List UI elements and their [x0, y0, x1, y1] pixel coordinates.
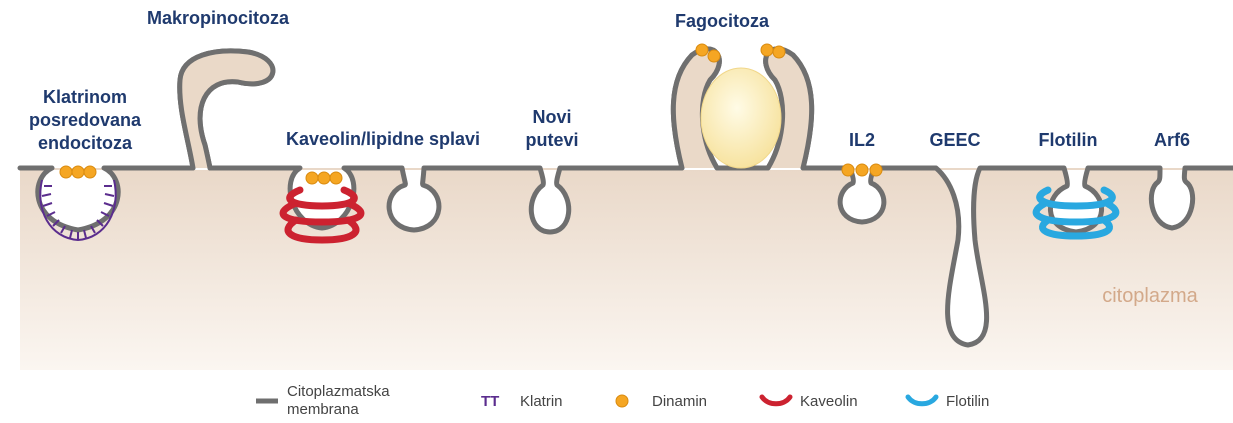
legend-clathrin-label: Klatrin	[520, 393, 563, 410]
legend-flotillin-label: Flotilin	[946, 393, 989, 410]
label-klatrinom-line3: endocitoza	[38, 133, 133, 153]
legend-caveolin-swatch	[762, 397, 790, 404]
legend-dynamin-swatch	[616, 395, 628, 407]
label-klatrinom-line1: Klatrinom	[43, 87, 127, 107]
legend: Citoplazmatska membrana TT Klatrin Dinam…	[256, 383, 989, 418]
legend-flotillin-swatch	[908, 397, 936, 404]
legend-clathrin-symbol: TT	[481, 393, 499, 410]
label-citoplazma: citoplazma	[1102, 285, 1198, 307]
label-fagocitoza: Fagocitoza	[675, 11, 770, 31]
label-il2: IL2	[849, 130, 875, 150]
label-geec: GEEC	[929, 130, 980, 150]
legend-dynamin-label: Dinamin	[652, 393, 707, 410]
label-arf6: Arf6	[1154, 130, 1190, 150]
label-kaveolin-splavi: Kaveolin/lipidne splavi	[286, 129, 480, 149]
label-makropinocitoza: Makropinocitoza	[147, 8, 290, 28]
label-klatrinom-line2: posredovana	[29, 110, 142, 130]
label-novi-line1: Novi	[532, 107, 571, 127]
legend-membrane-line2: membrana	[287, 401, 359, 418]
macropinocytosis-ruffle	[180, 51, 273, 168]
legend-membrane-line1: Citoplazmatska	[287, 383, 390, 400]
label-novi-line2: putevi	[525, 130, 578, 150]
legend-caveolin-label: Kaveolin	[800, 393, 858, 410]
phagocytosed-particle	[701, 68, 781, 168]
label-flotilin: Flotilin	[1039, 130, 1098, 150]
